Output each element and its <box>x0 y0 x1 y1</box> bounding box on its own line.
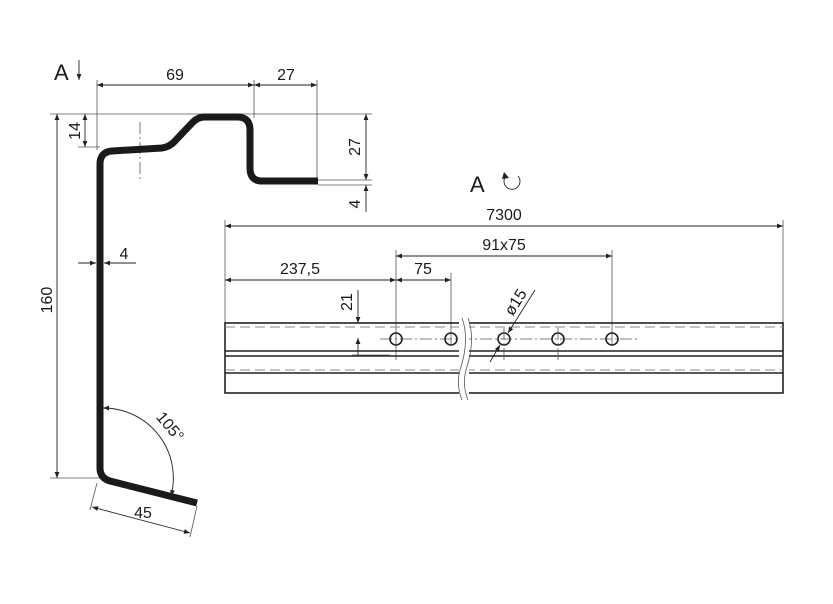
dim-hole-pitch: 75 <box>414 261 432 278</box>
section-view-label: A <box>54 60 69 85</box>
dim-flange-length: 45 <box>134 505 152 522</box>
dim-top-width: 69 <box>166 67 184 84</box>
break-gap <box>459 318 469 400</box>
dimension-line <box>91 506 191 534</box>
dim-right-thickness: 4 <box>347 199 364 208</box>
dim-hole-diameter: ø15 <box>502 286 531 318</box>
dim-top-drop: 14 <box>67 122 84 140</box>
dim-right-height: 27 <box>347 138 364 156</box>
dim-hole-pattern: 91x75 <box>482 237 526 254</box>
dim-angle: 105° <box>152 409 186 445</box>
break-line <box>458 317 466 401</box>
elevation-view: A 7300 91x75 237,5 75 21 <box>224 172 784 401</box>
hole <box>444 332 458 346</box>
extension-line <box>89 482 98 511</box>
elevation-view-label: A <box>470 172 485 197</box>
dim-total-length: 7300 <box>486 207 522 224</box>
dim-hole-height: 21 <box>339 293 356 311</box>
dim-web-thickness: 4 <box>120 246 129 263</box>
dim-total-height: 160 <box>39 287 56 314</box>
break-line <box>464 317 472 401</box>
rail-body <box>224 322 784 394</box>
hole <box>389 332 403 346</box>
dim-first-hole-offset: 237,5 <box>280 261 320 278</box>
hole <box>605 332 619 346</box>
extension-line <box>189 505 198 538</box>
dim-top-right: 27 <box>277 67 295 84</box>
angle-arc <box>102 405 175 497</box>
leader-line <box>489 344 501 363</box>
section-view: A 69 27 14 27 4 160 4 <box>39 60 372 538</box>
rotate-icon <box>502 172 521 190</box>
leader-line <box>507 289 536 334</box>
holes <box>389 328 619 360</box>
profile-section <box>96 113 318 507</box>
